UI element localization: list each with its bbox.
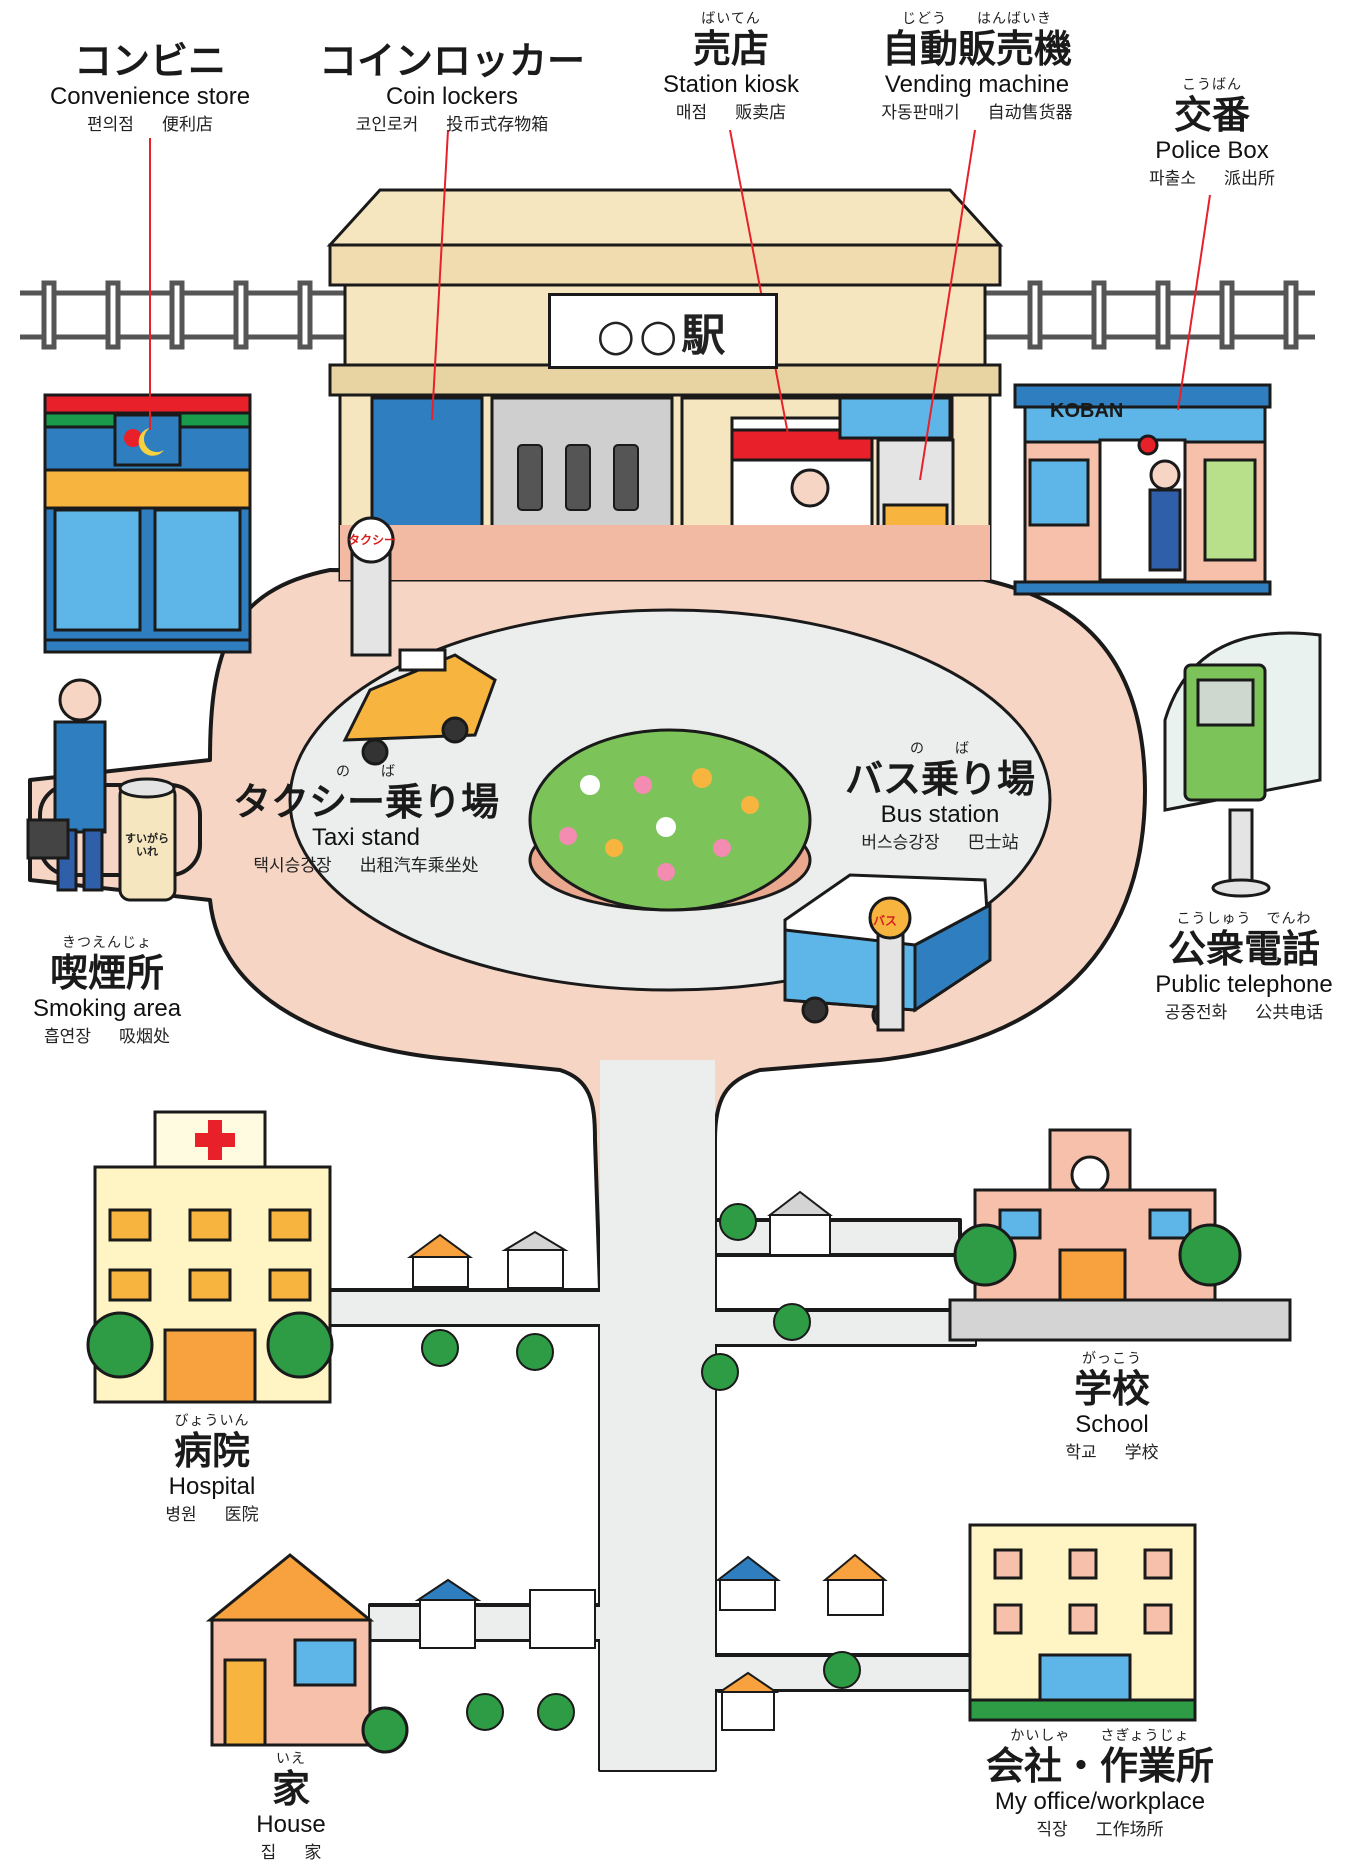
label-zh: 派出所 — [1223, 169, 1275, 189]
label-zh: 自动售货器 — [987, 103, 1073, 123]
label-zh: 家 — [304, 1843, 322, 1863]
small-houses — [406, 1190, 888, 1731]
label-jp: 病院 — [173, 1429, 250, 1473]
label-ruby: の ば — [909, 741, 970, 757]
label-coin-lockers: コインロッカー Coin lockers 코인로커 投币式存物箱 — [319, 22, 585, 138]
label-en: Taxi stand — [311, 824, 421, 851]
label-station-kiosk: ばいてん 売店 Station kiosk 매점 贩卖店 — [662, 10, 800, 126]
label-ko: 편의점 — [87, 115, 134, 135]
label-en: Convenience store — [49, 83, 251, 110]
hospital — [86, 1110, 334, 1404]
label-jp: コインロッカー — [318, 39, 586, 83]
label-zh: 公共电话 — [1255, 1003, 1324, 1023]
label-ruby: じどう はんばいき — [901, 11, 1052, 27]
taxi — [342, 516, 497, 766]
label-en: My office/workplace — [994, 1788, 1206, 1815]
house — [205, 1553, 409, 1754]
police-box — [1013, 383, 1272, 596]
school — [948, 1128, 1292, 1342]
ticket-gates — [517, 444, 639, 511]
label-en: Hospital — [168, 1473, 256, 1500]
label-ko: 자동판매기 — [881, 103, 960, 123]
label-jp: 学校 — [1073, 1367, 1150, 1411]
label-ko: 택시승강장 — [253, 856, 332, 876]
bus — [783, 873, 992, 1032]
label-jp: バス乗り場 — [844, 757, 1036, 801]
label-bus-station: の ば バス乗り場 Bus station 버스승강장 巴士站 — [845, 740, 1035, 856]
label-convenience-store: コンビニ Convenience store 편의점 便利店 — [50, 22, 250, 138]
label-zh: 吸烟处 — [118, 1027, 170, 1047]
label-jp: 公衆電話 — [1167, 927, 1320, 971]
convenience-store — [43, 393, 252, 654]
office-building — [968, 1523, 1197, 1722]
label-ko: 파출소 — [1149, 169, 1196, 189]
public-telephone-booth — [1163, 631, 1322, 898]
taxi-sign: タクシー — [348, 533, 397, 547]
label-ko: 학교 — [1065, 1443, 1097, 1463]
label-zh: 巴士站 — [967, 833, 1019, 853]
label-en: School — [1075, 1411, 1149, 1438]
label-jp: 喫煙所 — [49, 951, 165, 995]
label-en: Bus station — [880, 801, 1000, 828]
bus-sign: バス — [873, 914, 898, 928]
label-jp: タクシー乗り場 — [232, 780, 500, 824]
label-ruby: いえ — [275, 1751, 306, 1767]
label-ruby: ばいてん — [701, 11, 761, 27]
label-en: Police Box — [1155, 137, 1269, 164]
label-ko: 공중전화 — [1164, 1003, 1228, 1023]
label-smoking-area: きつえんじょ 喫煙所 Smoking area 흡연장 吸烟处 — [30, 934, 184, 1050]
label-ko: 흡연장 — [44, 1027, 91, 1047]
label-jp: 会社・作業所 — [985, 1744, 1215, 1788]
label-ko: 직장 — [1036, 1820, 1068, 1840]
label-ruby: びょういん — [174, 1413, 250, 1429]
label-ruby: きつえんじょ — [61, 935, 152, 951]
label-zh: 医院 — [224, 1505, 259, 1525]
trees — [421, 1203, 861, 1731]
label-public-telephone: こうしゅう でんわ 公衆電話 Public telephone 공중전화 公共电话 — [1151, 910, 1338, 1026]
label-ruby: こうしゅう でんわ — [1176, 911, 1312, 927]
label-house: いえ 家 House 집 家 — [247, 1750, 336, 1866]
label-en: House — [256, 1811, 326, 1838]
label-school: がっこう 学校 School 학교 学校 — [1051, 1350, 1172, 1466]
label-zh: 工作场所 — [1095, 1820, 1164, 1840]
label-ruby: がっこう — [1082, 1351, 1142, 1367]
label-zh: 出租汽车乘坐处 — [359, 856, 479, 876]
label-ko: 코인로커 — [355, 115, 419, 135]
ashtray-label: すいがらいれ — [125, 832, 169, 858]
label-jp: 家 — [271, 1767, 311, 1811]
label-ruby: こうばん — [1181, 77, 1242, 93]
label-en: Public telephone — [1155, 971, 1333, 998]
label-ko: 버스승강장 — [861, 833, 940, 853]
label-office: かいしゃ さぎょうじょ 会社・作業所 My office/workplace 직… — [986, 1727, 1214, 1843]
central-garden — [528, 728, 812, 912]
label-en: Smoking area — [32, 995, 182, 1022]
label-ko: 매점 — [675, 103, 708, 123]
label-en: Coin lockers — [385, 83, 519, 110]
label-jp: 売店 — [692, 27, 769, 71]
label-ruby: の ば — [335, 764, 396, 780]
label-zh: 贩卖店 — [735, 103, 787, 123]
label-ko: 병원 — [165, 1505, 197, 1525]
koban-sign: KOBAN — [1050, 400, 1124, 422]
label-ko: 집 — [260, 1843, 277, 1863]
label-zh: 投币式存物箱 — [446, 115, 549, 135]
railway-track — [20, 280, 1315, 350]
label-taxi-stand: の ば タクシー乗り場 Taxi stand 택시승강장 出租汽车乘坐处 — [233, 763, 499, 879]
label-hospital: びょういん 病院 Hospital 병원 医院 — [151, 1412, 272, 1528]
smoking-area — [26, 678, 177, 902]
label-en: Vending machine — [884, 71, 1070, 98]
leader-lines — [149, 129, 1211, 481]
label-zh: 学校 — [1124, 1443, 1159, 1463]
label-vending-machine: じどう はんばいき 自動販売機 Vending machine 자동판매기 自动售… — [867, 10, 1086, 126]
station-name-sign: ○○駅 — [548, 293, 778, 369]
station-building — [326, 188, 1004, 582]
label-jp: コンビニ — [73, 39, 226, 83]
label-ruby: かいしゃ さぎょうじょ — [1010, 1728, 1190, 1744]
label-en: Station kiosk — [662, 71, 800, 98]
label-zh: 便利店 — [161, 115, 213, 135]
label-jp: 交番 — [1173, 93, 1251, 137]
label-police-box: こうばん 交番 Police Box 파출소 派出所 — [1135, 76, 1289, 192]
label-jp: 自動販売機 — [881, 27, 1073, 71]
